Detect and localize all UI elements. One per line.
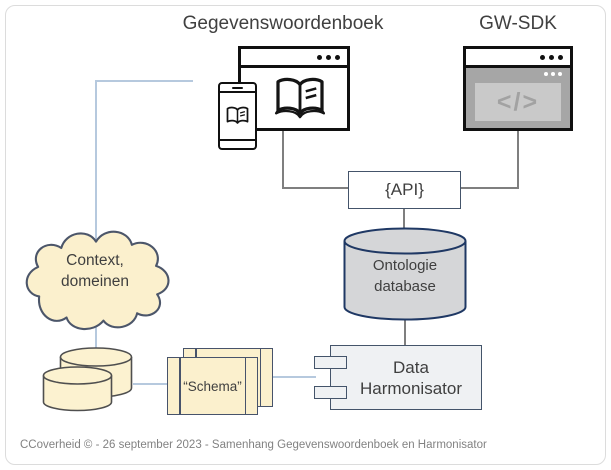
window-dot-icon xyxy=(544,72,548,76)
component-port-icon xyxy=(314,356,347,369)
connector-schema-to-harmonisator xyxy=(273,376,316,378)
connector-cloud-vertical xyxy=(95,80,97,352)
connector-sdk-to-api-vertical xyxy=(517,131,519,188)
window-dot-icon xyxy=(335,54,340,60)
title-gegevenswoordenboek: Gegevenswoordenboek xyxy=(182,13,384,34)
browser-content xyxy=(241,68,347,128)
context-cloud xyxy=(25,230,170,331)
sdk-dots xyxy=(544,72,562,76)
open-book-icon xyxy=(226,106,249,124)
window-dot-icon xyxy=(326,54,331,60)
connector-api-to-database xyxy=(403,208,405,230)
sdk-content: </> xyxy=(466,68,570,128)
connector-databases-to-schema xyxy=(133,383,167,385)
api-box: {API} xyxy=(348,171,461,209)
component-port-icon xyxy=(314,386,347,399)
phone-top-bar xyxy=(220,84,255,93)
sdk-window: </> xyxy=(463,46,573,131)
schema-label: “Schema” xyxy=(183,378,242,394)
sdk-titlebar xyxy=(466,49,570,68)
diagram-border-frame xyxy=(5,5,606,465)
code-brackets-icon: </> xyxy=(496,87,540,116)
ontology-database-cylinder xyxy=(343,227,467,321)
window-dot-icon xyxy=(549,54,554,60)
window-dot-icon xyxy=(558,54,563,60)
schema-card-front: “Schema” xyxy=(167,357,258,415)
connector-database-to-harmonisator xyxy=(404,320,406,346)
open-book-icon xyxy=(274,77,326,119)
connector-browser-to-api-vertical xyxy=(282,131,284,188)
connector-browser-to-api-horizontal xyxy=(282,187,348,189)
window-dot-icon xyxy=(317,54,322,60)
phone-screen xyxy=(220,93,255,139)
window-dot-icon xyxy=(551,72,555,76)
connector-cloud-to-apps-horizontal xyxy=(96,80,193,82)
window-dot-icon xyxy=(558,72,562,76)
phone-speaker-icon xyxy=(232,86,243,89)
title-gw-sdk: GW-SDK xyxy=(479,13,557,34)
source-database-cylinder-front xyxy=(42,366,113,412)
connector-sdk-to-api-horizontal xyxy=(461,187,519,189)
copyright-caption: CCoverheid © - 26 september 2023 - Samen… xyxy=(20,439,487,451)
data-harmonisator-component: Data Harmonisator xyxy=(330,345,482,410)
phone-bottom-bar xyxy=(220,139,255,148)
ontology-database-label: Ontologie database xyxy=(372,257,438,295)
context-cloud-label: Context, domeinen xyxy=(60,252,130,290)
api-label: {API} xyxy=(385,180,424,199)
window-dot-icon xyxy=(540,54,545,60)
code-panel: </> xyxy=(475,83,561,121)
browser-titlebar xyxy=(241,49,347,68)
smartphone-frame xyxy=(218,82,257,150)
